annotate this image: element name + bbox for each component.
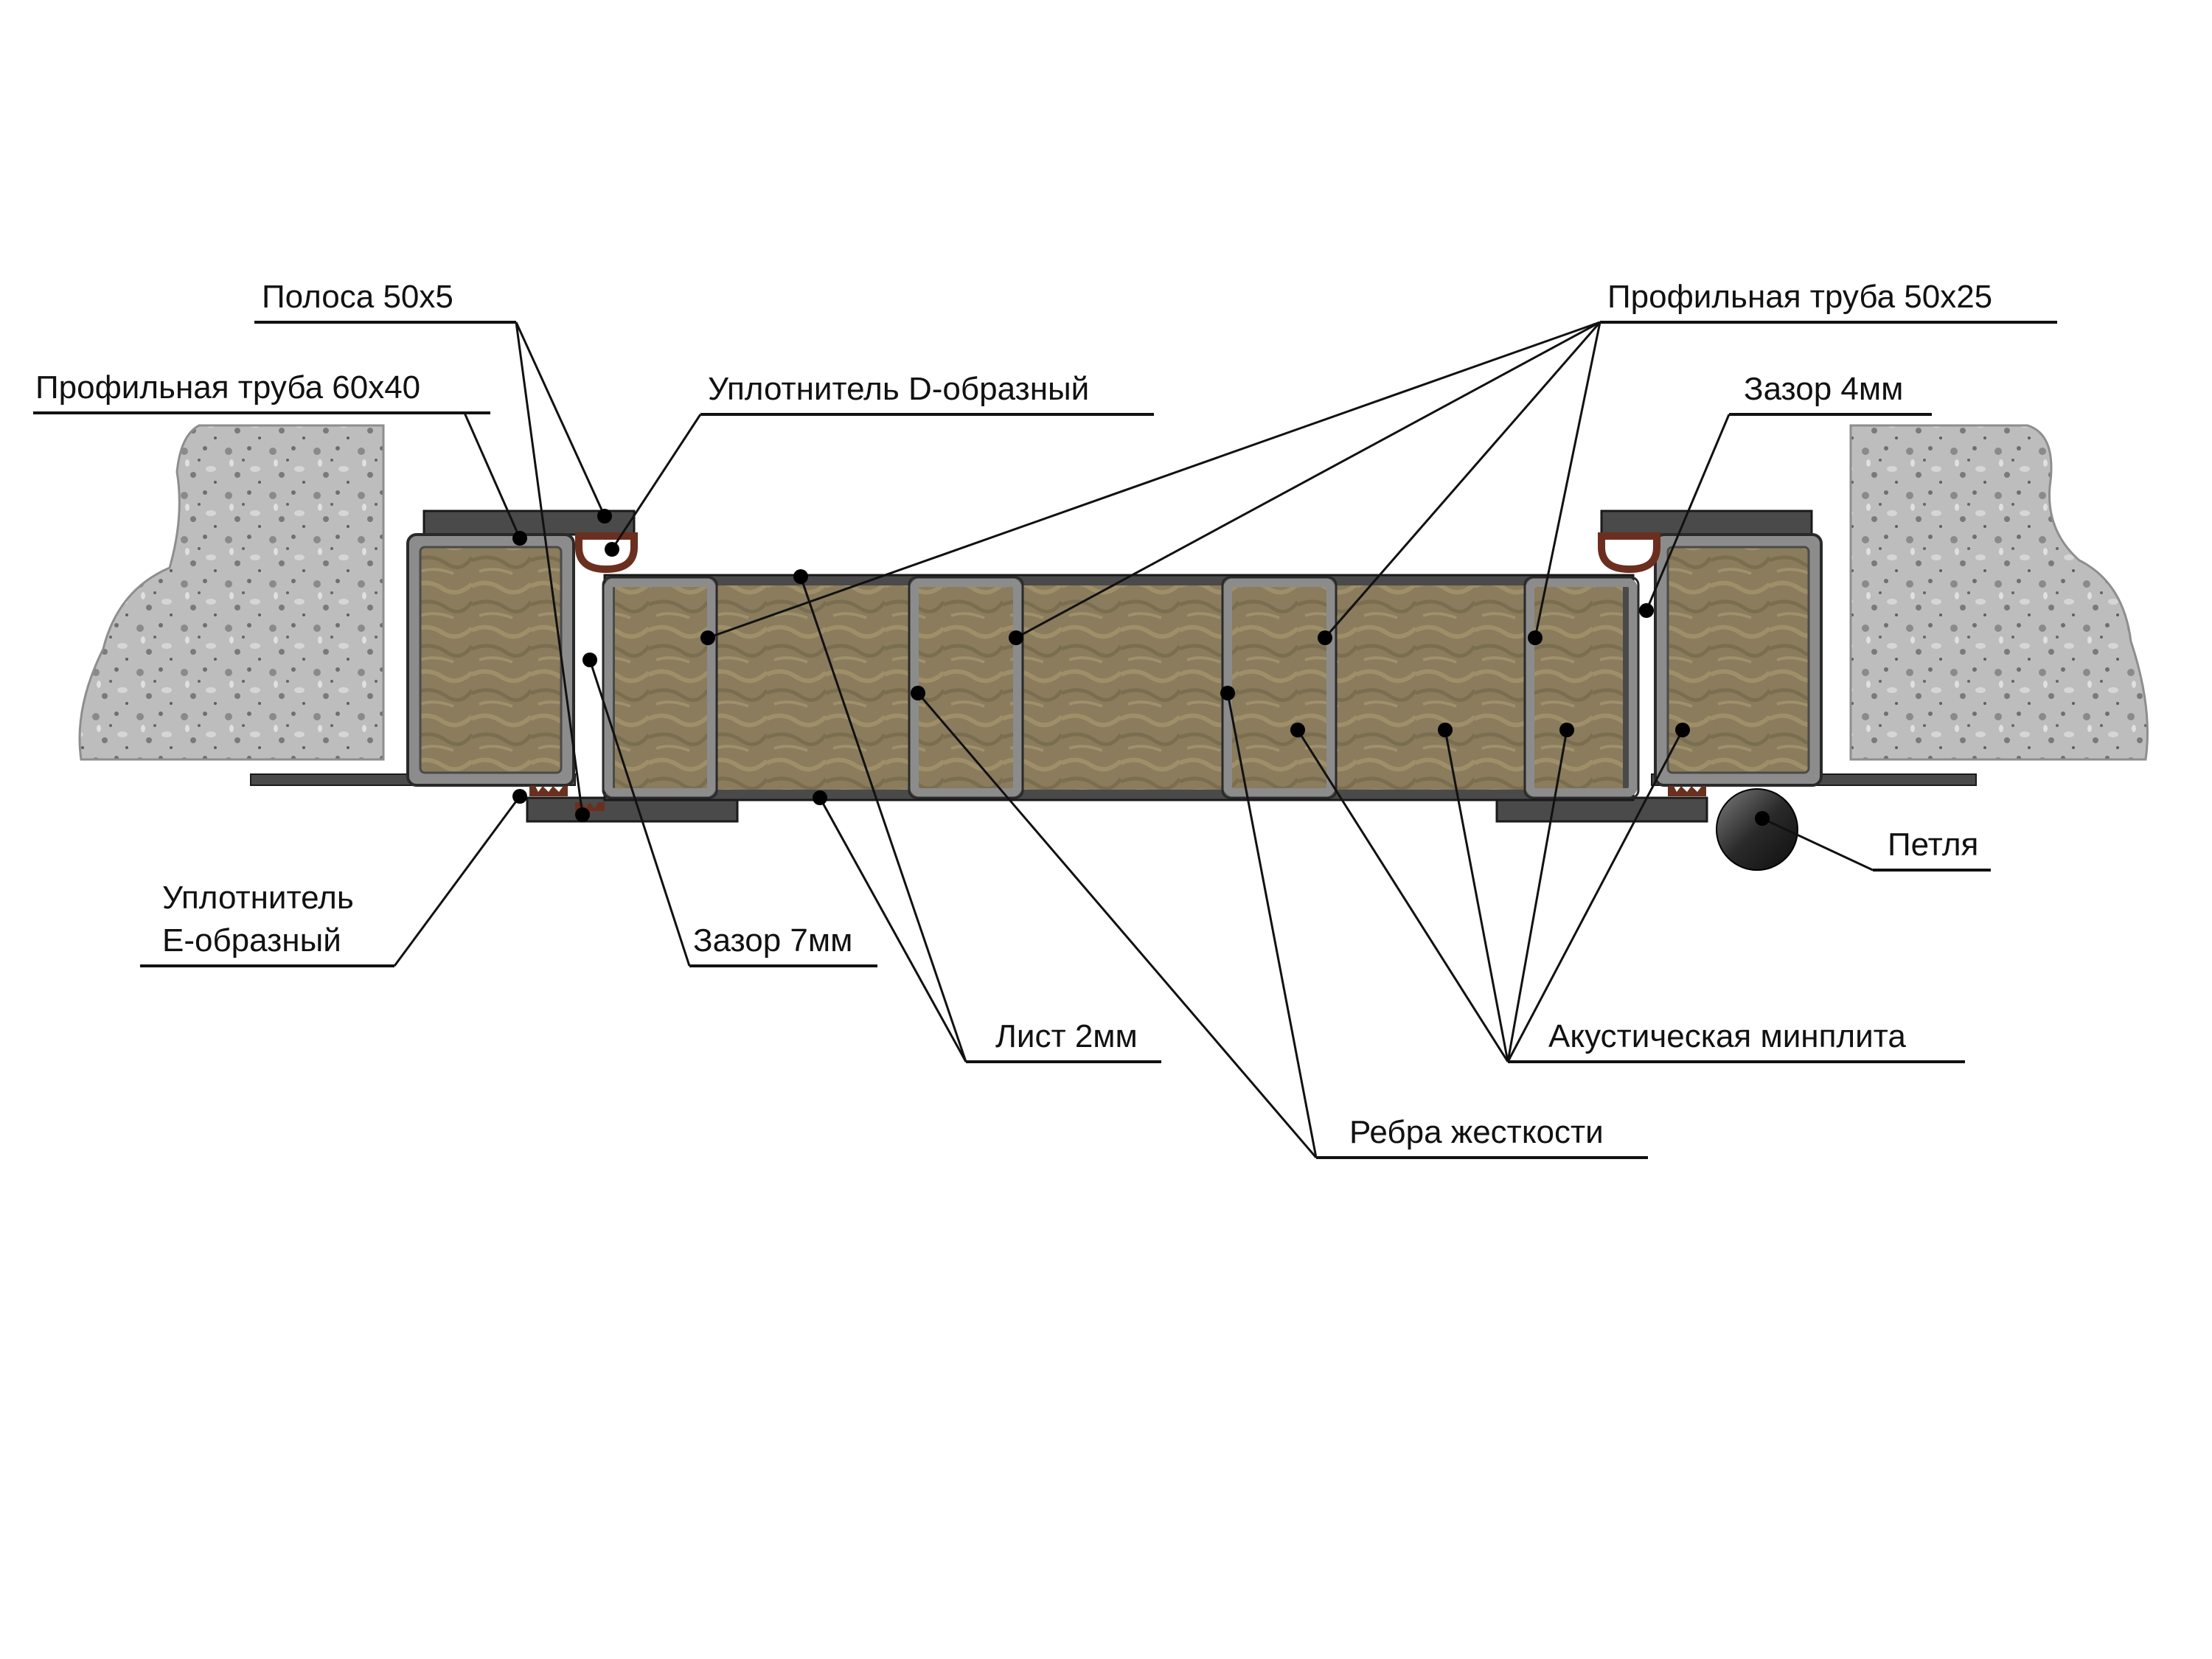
- label-gap-7: Зазор 7мм: [693, 922, 852, 959]
- leader-lines: [393, 321, 1874, 1158]
- label-d-seal: Уплотнитель D-образный: [708, 371, 1089, 407]
- right-frame-tube-fill: [1666, 546, 1810, 774]
- hinge-knuckle: [1716, 788, 1798, 871]
- label-ribs: Ребра жесткости: [1349, 1114, 1604, 1150]
- door-leaf-insulation: [615, 585, 1623, 790]
- right-top-strip: [1600, 509, 1813, 536]
- label-strip: Полоса 50x5: [262, 279, 453, 315]
- label-frame-tube: Профильная труба 60x40: [35, 369, 420, 406]
- door-tube-2-edge: [908, 576, 1024, 799]
- label-gap-4: Зазор 4мм: [1744, 371, 1903, 407]
- right-wall-concrete: [1849, 424, 2149, 761]
- right-e-seal: [1668, 786, 1706, 796]
- right-d-seal: [1598, 532, 1660, 574]
- door-tube-4: [1526, 578, 1638, 797]
- door-tube-4-edge: [1523, 576, 1640, 799]
- label-door-tube: Профильная труба 50x25: [1607, 279, 1992, 315]
- label-sheet: Лист 2мм: [995, 1018, 1138, 1054]
- label-e-seal-line2: E-образный: [162, 922, 341, 959]
- door-tube-3-edge: [1221, 576, 1338, 799]
- left-e-seal: [529, 786, 568, 796]
- right-bottom-strip: [1495, 796, 1708, 823]
- label-mineral-wool: Акустическая минплита: [1548, 1018, 1906, 1054]
- label-underlines: [33, 321, 2057, 1159]
- left-wall-concrete: [78, 424, 385, 761]
- label-e-seal-line1: Уплотнитель: [162, 880, 354, 916]
- left-bottom-strip: [526, 796, 739, 823]
- left-frame-tube-fill: [419, 546, 563, 774]
- door-tube-1: [604, 578, 716, 797]
- door-tube-1-edge: [602, 576, 718, 799]
- label-hinge: Петля: [1888, 827, 1978, 863]
